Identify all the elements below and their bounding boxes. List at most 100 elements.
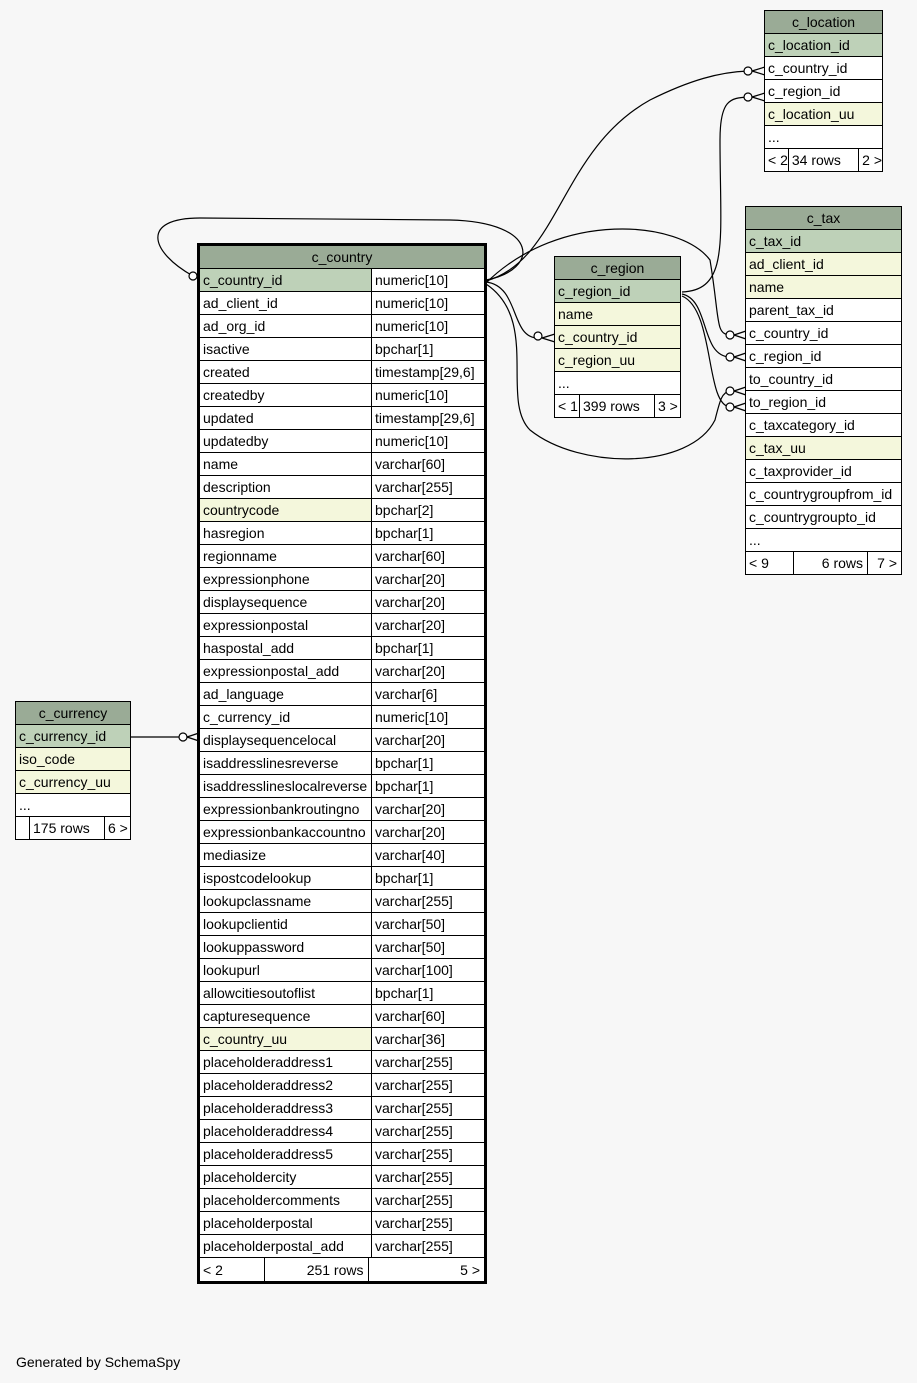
column-name[interactable]: description: [198, 475, 372, 499]
column-name[interactable]: hasregion: [198, 521, 372, 545]
column-name[interactable]: placeholderpostal: [198, 1211, 372, 1235]
column-name[interactable]: placeholderaddress4: [198, 1119, 372, 1143]
column-name[interactable]: countrycode: [198, 498, 372, 522]
next-link[interactable]: 6 >: [104, 816, 131, 840]
column-name[interactable]: c_country_id: [554, 325, 681, 349]
column-name[interactable]: updatedby: [198, 429, 372, 453]
column-name[interactable]: parent_tax_id: [745, 298, 902, 322]
column-name[interactable]: lookupclientid: [198, 912, 372, 936]
column-name[interactable]: isactive: [198, 337, 372, 361]
column-row[interactable]: ...: [764, 125, 883, 149]
column-name[interactable]: placeholdercomments: [198, 1188, 372, 1212]
column-name[interactable]: ad_client_id: [745, 252, 902, 276]
column-name[interactable]: c_tax_id: [745, 229, 902, 253]
column-row[interactable]: c_region_id: [745, 344, 902, 368]
column-name[interactable]: expressionphone: [198, 567, 372, 591]
column-name[interactable]: displaysequencelocal: [198, 728, 372, 752]
column-name[interactable]: c_countrygroupfrom_id: [745, 482, 902, 506]
column-name[interactable]: c_taxprovider_id: [745, 459, 902, 483]
column-name[interactable]: c_taxcategory_id: [745, 413, 902, 437]
column-name[interactable]: createdby: [198, 383, 372, 407]
column-row[interactable]: c_region_uu: [554, 348, 681, 372]
column-name[interactable]: created: [198, 360, 372, 384]
column-name[interactable]: isaddresslineslocalreverse: [198, 774, 372, 798]
column-row[interactable]: c_countrygroupfrom_id: [745, 482, 902, 506]
column-row[interactable]: to_country_id: [745, 367, 902, 391]
column-name[interactable]: capturesequence: [198, 1004, 372, 1028]
column-row[interactable]: c_region_id: [554, 279, 681, 303]
column-name[interactable]: to_country_id: [745, 367, 902, 391]
next-link[interactable]: 7 >: [867, 551, 902, 575]
column-name[interactable]: placeholderaddress5: [198, 1142, 372, 1166]
column-name[interactable]: placeholderaddress1: [198, 1050, 372, 1074]
column-name[interactable]: iso_code: [15, 747, 131, 771]
column-name[interactable]: name: [554, 302, 681, 326]
column-name[interactable]: c_currency_id: [198, 705, 372, 729]
column-row[interactable]: c_country_id: [745, 321, 902, 345]
column-name[interactable]: ...: [764, 125, 883, 149]
column-name[interactable]: placeholderpostal_add: [198, 1234, 372, 1258]
column-row[interactable]: to_region_id: [745, 390, 902, 414]
column-name[interactable]: c_country_id: [764, 56, 883, 80]
column-name[interactable]: placeholderaddress3: [198, 1096, 372, 1120]
column-name[interactable]: c_countrygroupto_id: [745, 505, 902, 529]
column-name[interactable]: expressionbankaccountno: [198, 820, 372, 844]
column-name[interactable]: ...: [554, 371, 681, 395]
column-name[interactable]: lookuppassword: [198, 935, 372, 959]
column-name[interactable]: c_region_uu: [554, 348, 681, 372]
column-row[interactable]: c_tax_id: [745, 229, 902, 253]
column-name[interactable]: c_country_uu: [198, 1027, 372, 1051]
column-row[interactable]: ad_client_id: [745, 252, 902, 276]
column-name[interactable]: ad_org_id: [198, 314, 372, 338]
column-name[interactable]: c_region_id: [764, 79, 883, 103]
column-row[interactable]: c_country_id: [554, 325, 681, 349]
column-row[interactable]: ...: [15, 793, 131, 817]
column-row[interactable]: ...: [554, 371, 681, 395]
column-row[interactable]: c_country_id: [764, 56, 883, 80]
column-name[interactable]: regionname: [198, 544, 372, 568]
prev-link[interactable]: < 2: [764, 148, 789, 172]
column-row[interactable]: c_taxcategory_id: [745, 413, 902, 437]
column-row[interactable]: c_location_id: [764, 33, 883, 57]
table-header[interactable]: c_region: [554, 256, 681, 280]
column-name[interactable]: ...: [15, 793, 131, 817]
column-row[interactable]: iso_code: [15, 747, 131, 771]
table-header[interactable]: c_tax: [745, 206, 902, 230]
column-name[interactable]: lookupurl: [198, 958, 372, 982]
column-row[interactable]: name: [554, 302, 681, 326]
column-name[interactable]: ...: [745, 528, 902, 552]
prev-link[interactable]: [15, 816, 30, 840]
column-name[interactable]: lookupclassname: [198, 889, 372, 913]
